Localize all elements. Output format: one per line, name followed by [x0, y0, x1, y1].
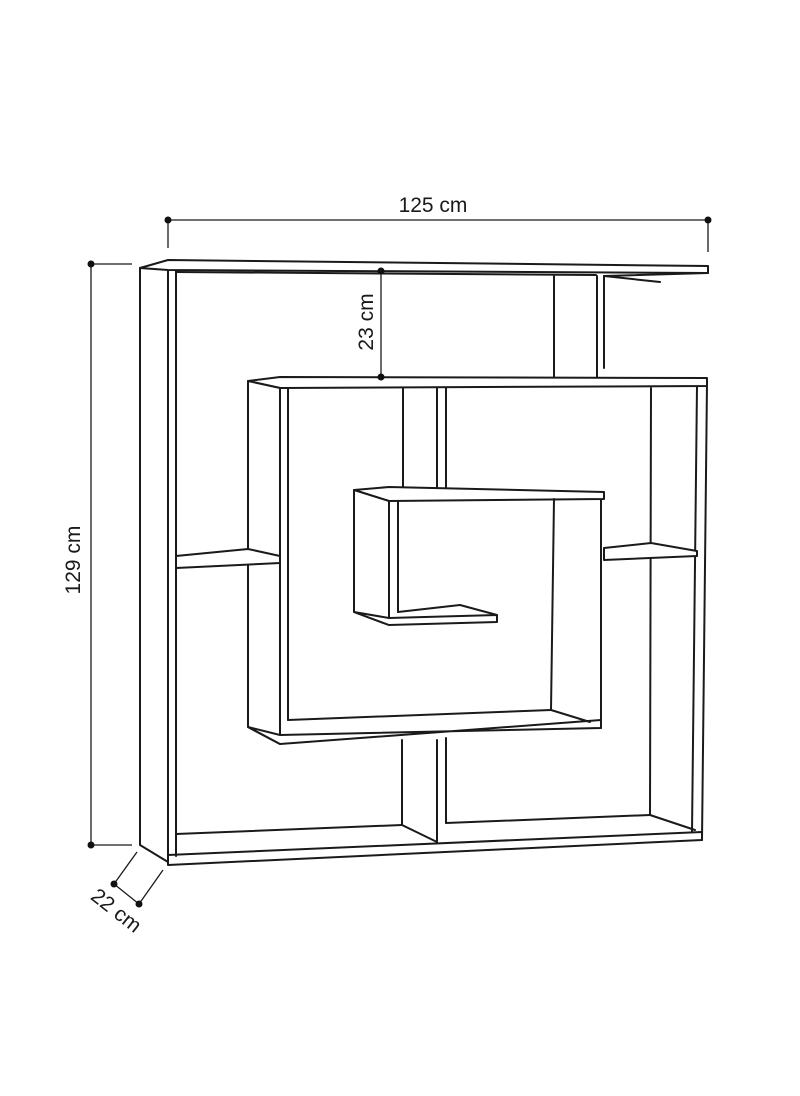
width-label: 125 cm: [399, 194, 468, 217]
right-side-panel: [649, 382, 708, 841]
depth-label: 22 cm: [86, 884, 145, 937]
lower-center-divider: [401, 737, 447, 843]
left-side-panel: [139, 261, 177, 863]
shelf-gap-dimension: 23 cm: [355, 267, 385, 381]
upper-center-divider: [402, 387, 447, 491]
top-vertical-divider: [553, 275, 605, 379]
depth-dimension: 22 cm: [86, 851, 164, 938]
maze-bookshelf: [139, 259, 709, 866]
right-side-shelf: [603, 542, 698, 561]
top-board: [139, 259, 709, 283]
inner-box-left-panel: [353, 489, 555, 711]
shelf-gap-label: 23 cm: [355, 293, 378, 350]
middle-frame-top-board: [247, 376, 708, 389]
height-label: 129 cm: [62, 526, 85, 595]
width-dimension: 125 cm: [164, 194, 712, 252]
inner-box-top-board: [353, 486, 605, 502]
middle-frame-bottom-board: [247, 498, 602, 745]
bottom-board: [167, 814, 703, 866]
inner-box-bottom-shelf: [353, 604, 498, 626]
left-side-shelf: [175, 548, 281, 569]
height-dimension: 129 cm: [62, 260, 132, 849]
